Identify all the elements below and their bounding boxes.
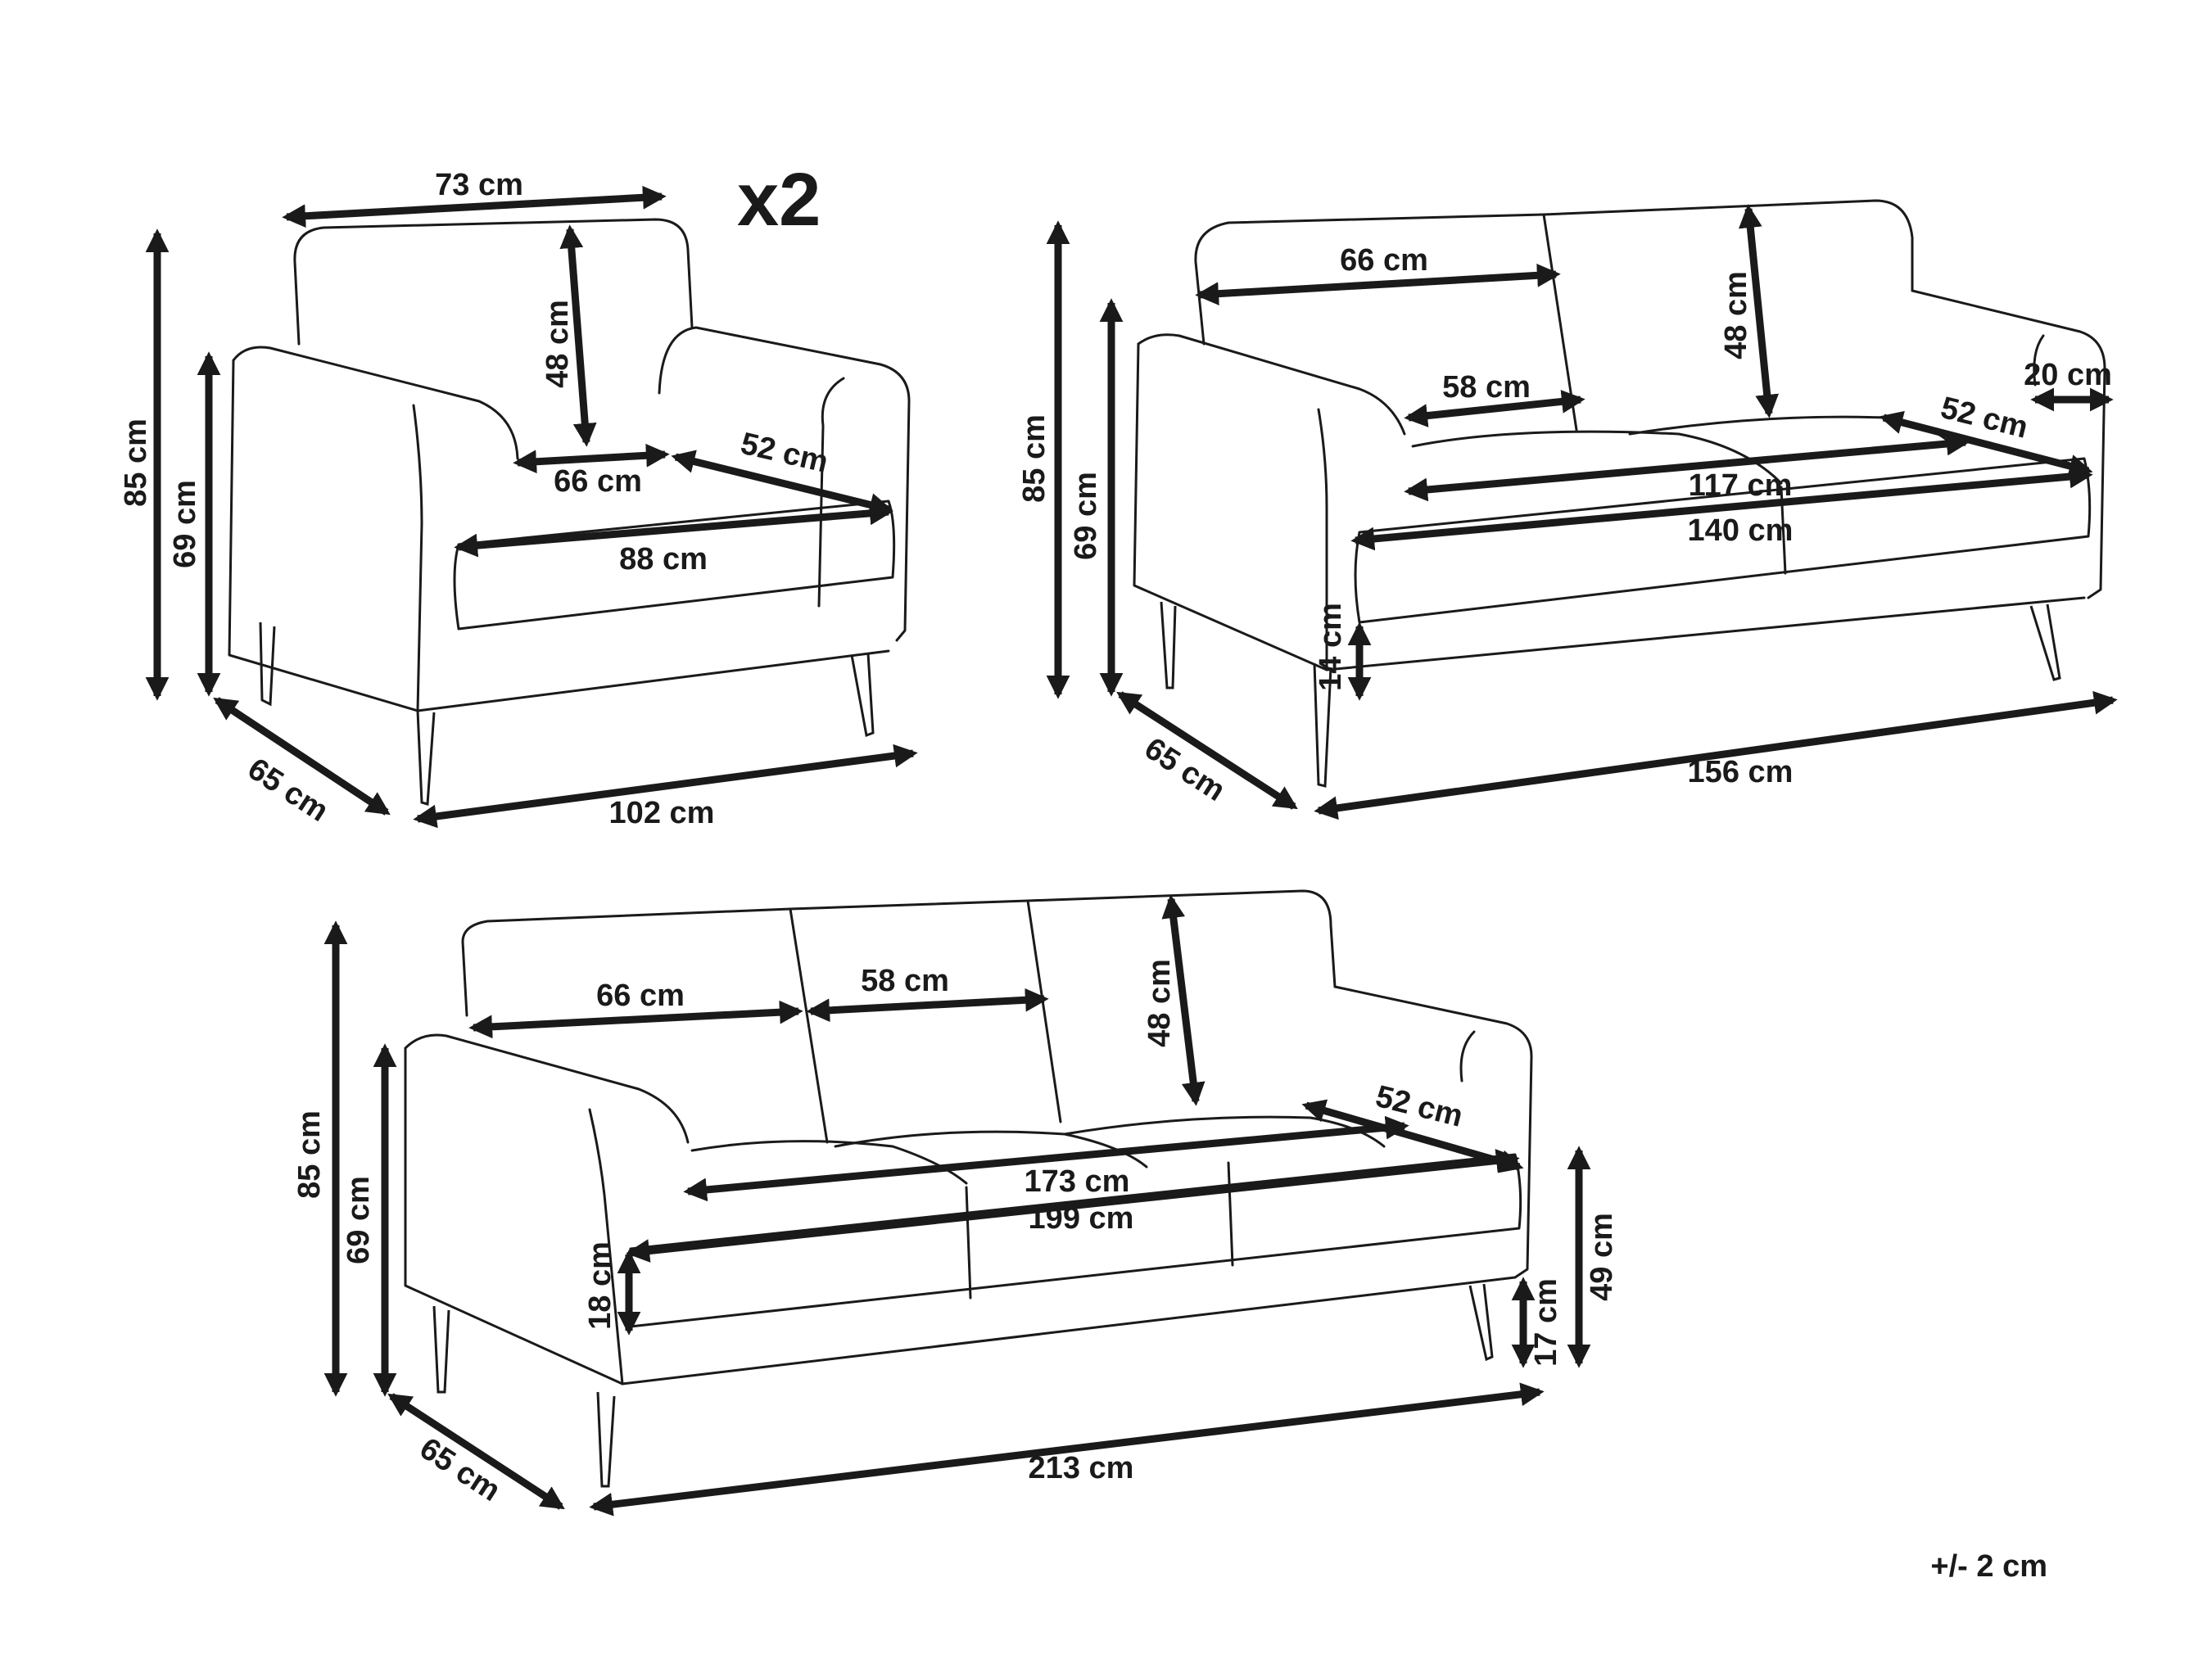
loveseat-seat-width-arrow [1404,432,1970,502]
armchair-depth-label: 65 cm [242,752,334,829]
loveseat-total-height-label: 85 cm [1017,414,1052,503]
sofa-cushion-middle-label: 58 cm [861,964,949,998]
sofa-outline [404,889,1533,1488]
loveseat-seat-depth-arrow [1879,410,2093,478]
armchair-seat-front-arrow [454,501,893,558]
armchair-seat-width-label: 66 cm [554,464,642,499]
loveseat-back-height-arrow [1738,204,1780,418]
sofa-seat-width-label: 173 cm [1025,1164,1130,1199]
loveseat-seat-front-label: 140 cm [1688,513,1794,548]
armchair-width-top-arrow [282,185,667,228]
sofa-dimensions: 66 cm 58 cm 48 cm 52 cm 173 cm 199 cm 85… [292,894,1619,1517]
sofa-total-width-arrow [589,1382,1545,1517]
loveseat-total-width-arrow [1314,690,2118,820]
loveseat-seat-inner-arrow [1404,390,1585,427]
sofa-back-height-arrow [1161,894,1206,1106]
sofa-seat-front-label: 199 cm [1029,1201,1134,1236]
armchair-seat-front-label: 88 cm [619,542,708,576]
armchair-depth-arrow [213,697,391,816]
armchair-seat-width-arrow [513,443,670,474]
armchair-seat-depth-arrow [671,450,893,517]
sofa-seat-height-label: 49 cm [1585,1213,1619,1301]
sofa-depth-arrow [387,1393,565,1510]
armchair-seat-depth-label: 52 cm [737,427,830,480]
sofa-drawing: 66 cm 58 cm 48 cm 52 cm 173 cm 199 cm 85… [292,889,1619,1517]
sofa-total-width-label: 213 cm [1029,1451,1134,1485]
sofa-back-height-label: 48 cm [1142,959,1177,1047]
sofa-total-height-label: 85 cm [292,1110,327,1199]
sofa-seat-front-arrow [626,1149,1520,1263]
sofa-cushion-outer-label: 66 cm [596,979,685,1013]
armchair-multiplier-label: x2 [737,158,821,242]
loveseat-seat-width-label: 117 cm [1689,468,1793,503]
sofa-floor-clearance-label: 17 cm [1529,1278,1563,1367]
loveseat-total-width-label: 156 cm [1688,755,1794,789]
loveseat-arm-height-label: 69 cm [1069,472,1103,560]
armchair-dimensions: 73 cm x2 48 cm 66 cm 52 cm 88 cm 85 cm 6… [119,158,918,830]
sofa-leg-height-label: 18 cm [583,1241,617,1330]
loveseat-seat-front-arrow [1350,464,2093,551]
armchair-width-top-label: 73 cm [435,168,523,202]
loveseat-seat-inner-label: 58 cm [1442,370,1531,405]
loveseat-drawing: 66 cm 48 cm 58 cm 20 cm 52 cm 117 cm 140… [1017,199,2118,820]
sofa-arm-height-label: 69 cm [342,1176,376,1264]
loveseat-arm-width-label: 20 cm [2024,358,2112,392]
loveseat-depth-arrow [1116,691,1298,810]
armchair-arm-height-label: 69 cm [168,480,202,568]
armchair-total-height-label: 85 cm [119,418,153,507]
armchair-back-height-arrow [559,224,597,447]
loveseat-back-height-label: 48 cm [1719,271,1753,359]
loveseat-dimensions: 66 cm 48 cm 58 cm 20 cm 52 cm 117 cm 140… [1017,204,2118,820]
sofa-cushion-middle-arrow [806,988,1049,1023]
sofa-cushion-outer-arrow [468,1000,803,1039]
loveseat-leg-height-label: 14 cm [1314,603,1348,691]
loveseat-cushion-width-arrow [1195,263,1561,306]
loveseat-cushion-width-label: 66 cm [1340,243,1428,278]
tolerance-note: +/- 2 cm [1930,1549,2047,1584]
armchair-drawing: 73 cm x2 48 cm 66 cm 52 cm 88 cm 85 cm 6… [119,158,918,830]
armchair-back-height-label: 48 cm [541,300,575,388]
loveseat-depth-label: 65 cm [1138,731,1231,808]
armchair-total-width-arrow [413,744,918,829]
armchair-total-width-label: 102 cm [609,796,715,830]
